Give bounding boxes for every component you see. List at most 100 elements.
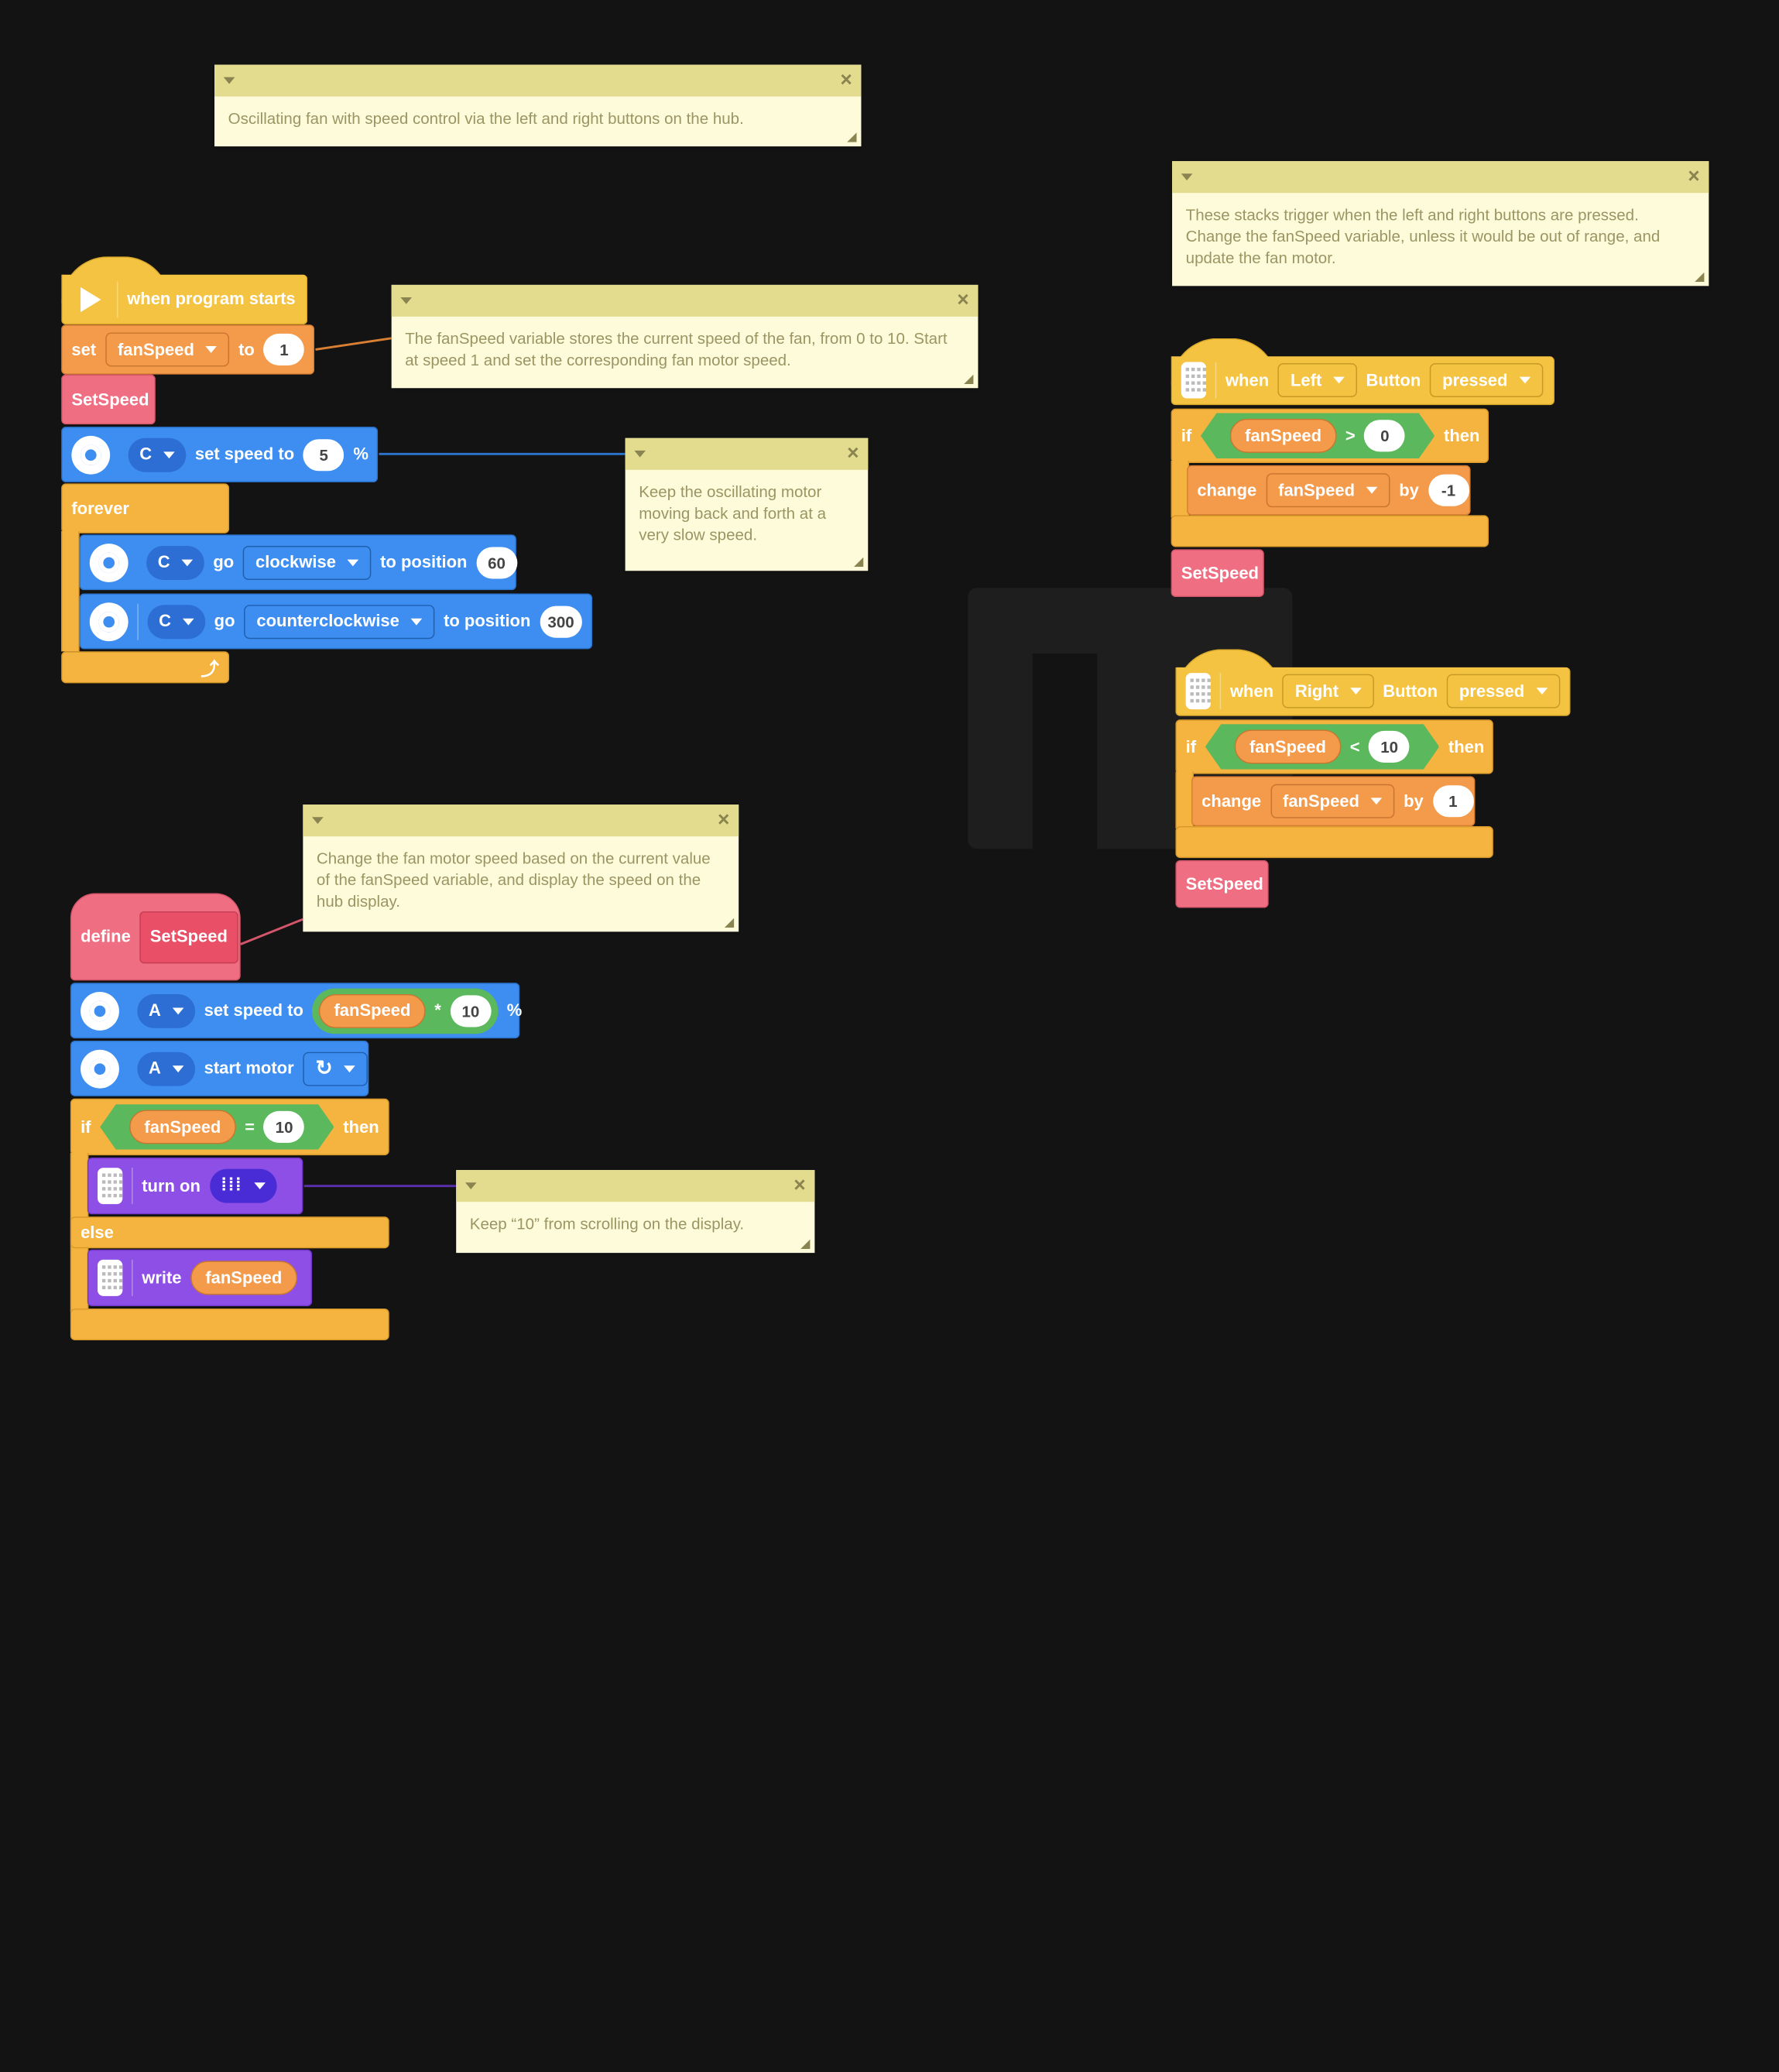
resize-icon[interactable]: ◢	[847, 130, 857, 145]
change-variable-block[interactable]: change fanSpeed by 1	[1191, 776, 1476, 827]
resize-icon[interactable]: ◢	[1695, 269, 1705, 284]
value-input[interactable]: -1	[1428, 474, 1469, 506]
comment-display[interactable]: × Keep “10” from scrolling on the displa…	[456, 1170, 815, 1254]
variable-reporter[interactable]: fanSpeed	[1230, 419, 1336, 453]
divider	[1215, 362, 1217, 399]
motor-set-speed-block[interactable]: A set speed to fanSpeed * 10 %	[70, 983, 522, 1039]
if-else-block[interactable]: if fanSpeed = 10 then	[70, 1098, 389, 1156]
equals-operator[interactable]: fanSpeed = 10	[100, 1104, 334, 1150]
display-write-block[interactable]: write fanSpeed	[87, 1249, 313, 1307]
collapse-icon[interactable]	[464, 1182, 477, 1190]
call-setspeed-block[interactable]: SetSpeed	[61, 374, 156, 425]
less-than-operator[interactable]: fanSpeed < 10	[1205, 724, 1439, 770]
hub-icon	[98, 1259, 123, 1296]
if-block[interactable]: if fanSpeed > 0 then	[1171, 408, 1489, 464]
collapse-icon[interactable]	[400, 297, 413, 304]
comment-buttons[interactable]: × These stacks trigger when the left and…	[1172, 161, 1709, 286]
button-dropdown[interactable]: Right	[1282, 674, 1374, 708]
comment-fanspeed[interactable]: × The fanSpeed variable stores the curre…	[391, 284, 979, 389]
resize-icon[interactable]: ◢	[853, 554, 864, 569]
value-input[interactable]: 10	[264, 1111, 305, 1143]
port-dropdown[interactable]: C	[147, 604, 205, 639]
greater-than-operator[interactable]: fanSpeed > 0	[1201, 413, 1435, 459]
display-turn-on-block[interactable]: turn on ⁞⁞⁞	[87, 1158, 303, 1215]
action-dropdown[interactable]: pressed	[1446, 674, 1560, 708]
block-label: SetSpeed	[149, 927, 228, 947]
multiply-operator[interactable]: fanSpeed * 10	[312, 987, 499, 1034]
forever-footer[interactable]: ⤴	[61, 651, 230, 684]
variable-dropdown[interactable]: fanSpeed	[1270, 784, 1395, 818]
comment-title[interactable]: × Oscillating fan with speed control via…	[214, 64, 862, 147]
collapse-icon[interactable]	[223, 77, 235, 84]
operator-symbol: <	[1349, 736, 1360, 756]
define-prototype[interactable]: SetSpeed	[139, 911, 238, 963]
port-dropdown[interactable]: C	[146, 545, 204, 580]
comment-text: The fanSpeed variable stores the current…	[405, 329, 948, 369]
motor-start-block[interactable]: A start motor ↻	[70, 1041, 369, 1096]
define-setspeed-block[interactable]: define SetSpeed	[70, 893, 241, 981]
collapse-icon[interactable]	[312, 817, 324, 825]
button-dropdown[interactable]: Left	[1277, 363, 1357, 397]
variable-dropdown[interactable]: fanSpeed	[1266, 473, 1390, 508]
speed-input[interactable]: 5	[303, 438, 344, 471]
variable-reporter[interactable]: fanSpeed	[190, 1261, 297, 1295]
motor-go-to-position-block[interactable]: C go counterclockwise to position 300	[79, 593, 593, 650]
variable-reporter[interactable]: fanSpeed	[319, 993, 426, 1028]
motor-go-to-position-block[interactable]: C go clockwise to position 60	[79, 534, 517, 591]
collapse-icon[interactable]	[634, 450, 646, 458]
comment-connectors	[240, 337, 626, 1188]
close-icon[interactable]: ×	[957, 288, 969, 311]
block-label: set speed to	[204, 1000, 303, 1021]
position-input[interactable]: 60	[476, 546, 517, 578]
block-label: to position	[444, 612, 531, 631]
close-icon[interactable]: ×	[718, 808, 730, 831]
close-icon[interactable]: ×	[847, 441, 859, 465]
value-input[interactable]: 1	[1432, 785, 1474, 818]
image-dropdown[interactable]: ⁞⁞⁞	[209, 1168, 277, 1203]
call-setspeed-block[interactable]: SetSpeed	[1175, 860, 1269, 908]
hub-icon	[98, 1168, 123, 1205]
port-dropdown[interactable]: C	[128, 437, 187, 472]
if-block[interactable]: if fanSpeed < 10 then	[1175, 719, 1493, 774]
block-label: if	[1185, 736, 1197, 756]
resize-icon[interactable]: ◢	[724, 915, 735, 930]
divider	[137, 603, 139, 640]
set-variable-block[interactable]: set fanSpeed to 1	[61, 324, 314, 375]
direction-dropdown[interactable]: counterclockwise	[244, 604, 435, 639]
action-dropdown[interactable]: pressed	[1430, 363, 1543, 397]
close-icon[interactable]: ×	[1688, 164, 1700, 187]
motor-icon	[81, 991, 119, 1031]
variable-reporter[interactable]: fanSpeed	[1235, 729, 1341, 763]
block-label: SetSpeed	[1181, 563, 1259, 583]
block-label: if	[1181, 426, 1192, 446]
comment-define[interactable]: × Change the fan motor speed based on th…	[303, 804, 739, 932]
value-input[interactable]: 1	[263, 333, 305, 365]
forever-block[interactable]: forever	[61, 483, 230, 533]
resize-icon[interactable]: ◢	[964, 372, 974, 386]
comment-oscillate[interactable]: × Keep the oscillating motor moving back…	[625, 437, 869, 571]
direction-dropdown[interactable]: ↻	[303, 1051, 368, 1086]
value-input[interactable]: 10	[1369, 731, 1410, 763]
block-label: set	[71, 339, 97, 359]
position-input[interactable]: 300	[540, 605, 582, 637]
when-right-button-block[interactable]: when Right Button pressed	[1175, 667, 1571, 716]
call-setspeed-block[interactable]: SetSpeed	[1171, 549, 1264, 597]
resize-icon[interactable]: ◢	[800, 1237, 811, 1251]
close-icon[interactable]: ×	[794, 1173, 806, 1196]
port-dropdown[interactable]: A	[137, 993, 195, 1028]
variable-dropdown[interactable]: fanSpeed	[105, 332, 230, 367]
hub-icon	[1181, 362, 1207, 399]
close-icon[interactable]: ×	[840, 67, 852, 91]
when-left-button-block[interactable]: when Left Button pressed	[1171, 356, 1555, 406]
port-dropdown[interactable]: A	[137, 1051, 195, 1086]
value-input[interactable]: 0	[1364, 420, 1405, 451]
if-footer	[1171, 515, 1489, 547]
when-program-starts-block[interactable]: when program starts	[61, 274, 308, 325]
variable-reporter[interactable]: fanSpeed	[129, 1110, 235, 1144]
value-input[interactable]: 10	[450, 994, 492, 1027]
direction-dropdown[interactable]: clockwise	[242, 545, 372, 580]
motor-set-speed-block[interactable]: C set speed to 5 %	[61, 427, 379, 482]
change-variable-block[interactable]: change fanSpeed by -1	[1187, 465, 1471, 516]
collapse-icon[interactable]	[1181, 173, 1193, 181]
